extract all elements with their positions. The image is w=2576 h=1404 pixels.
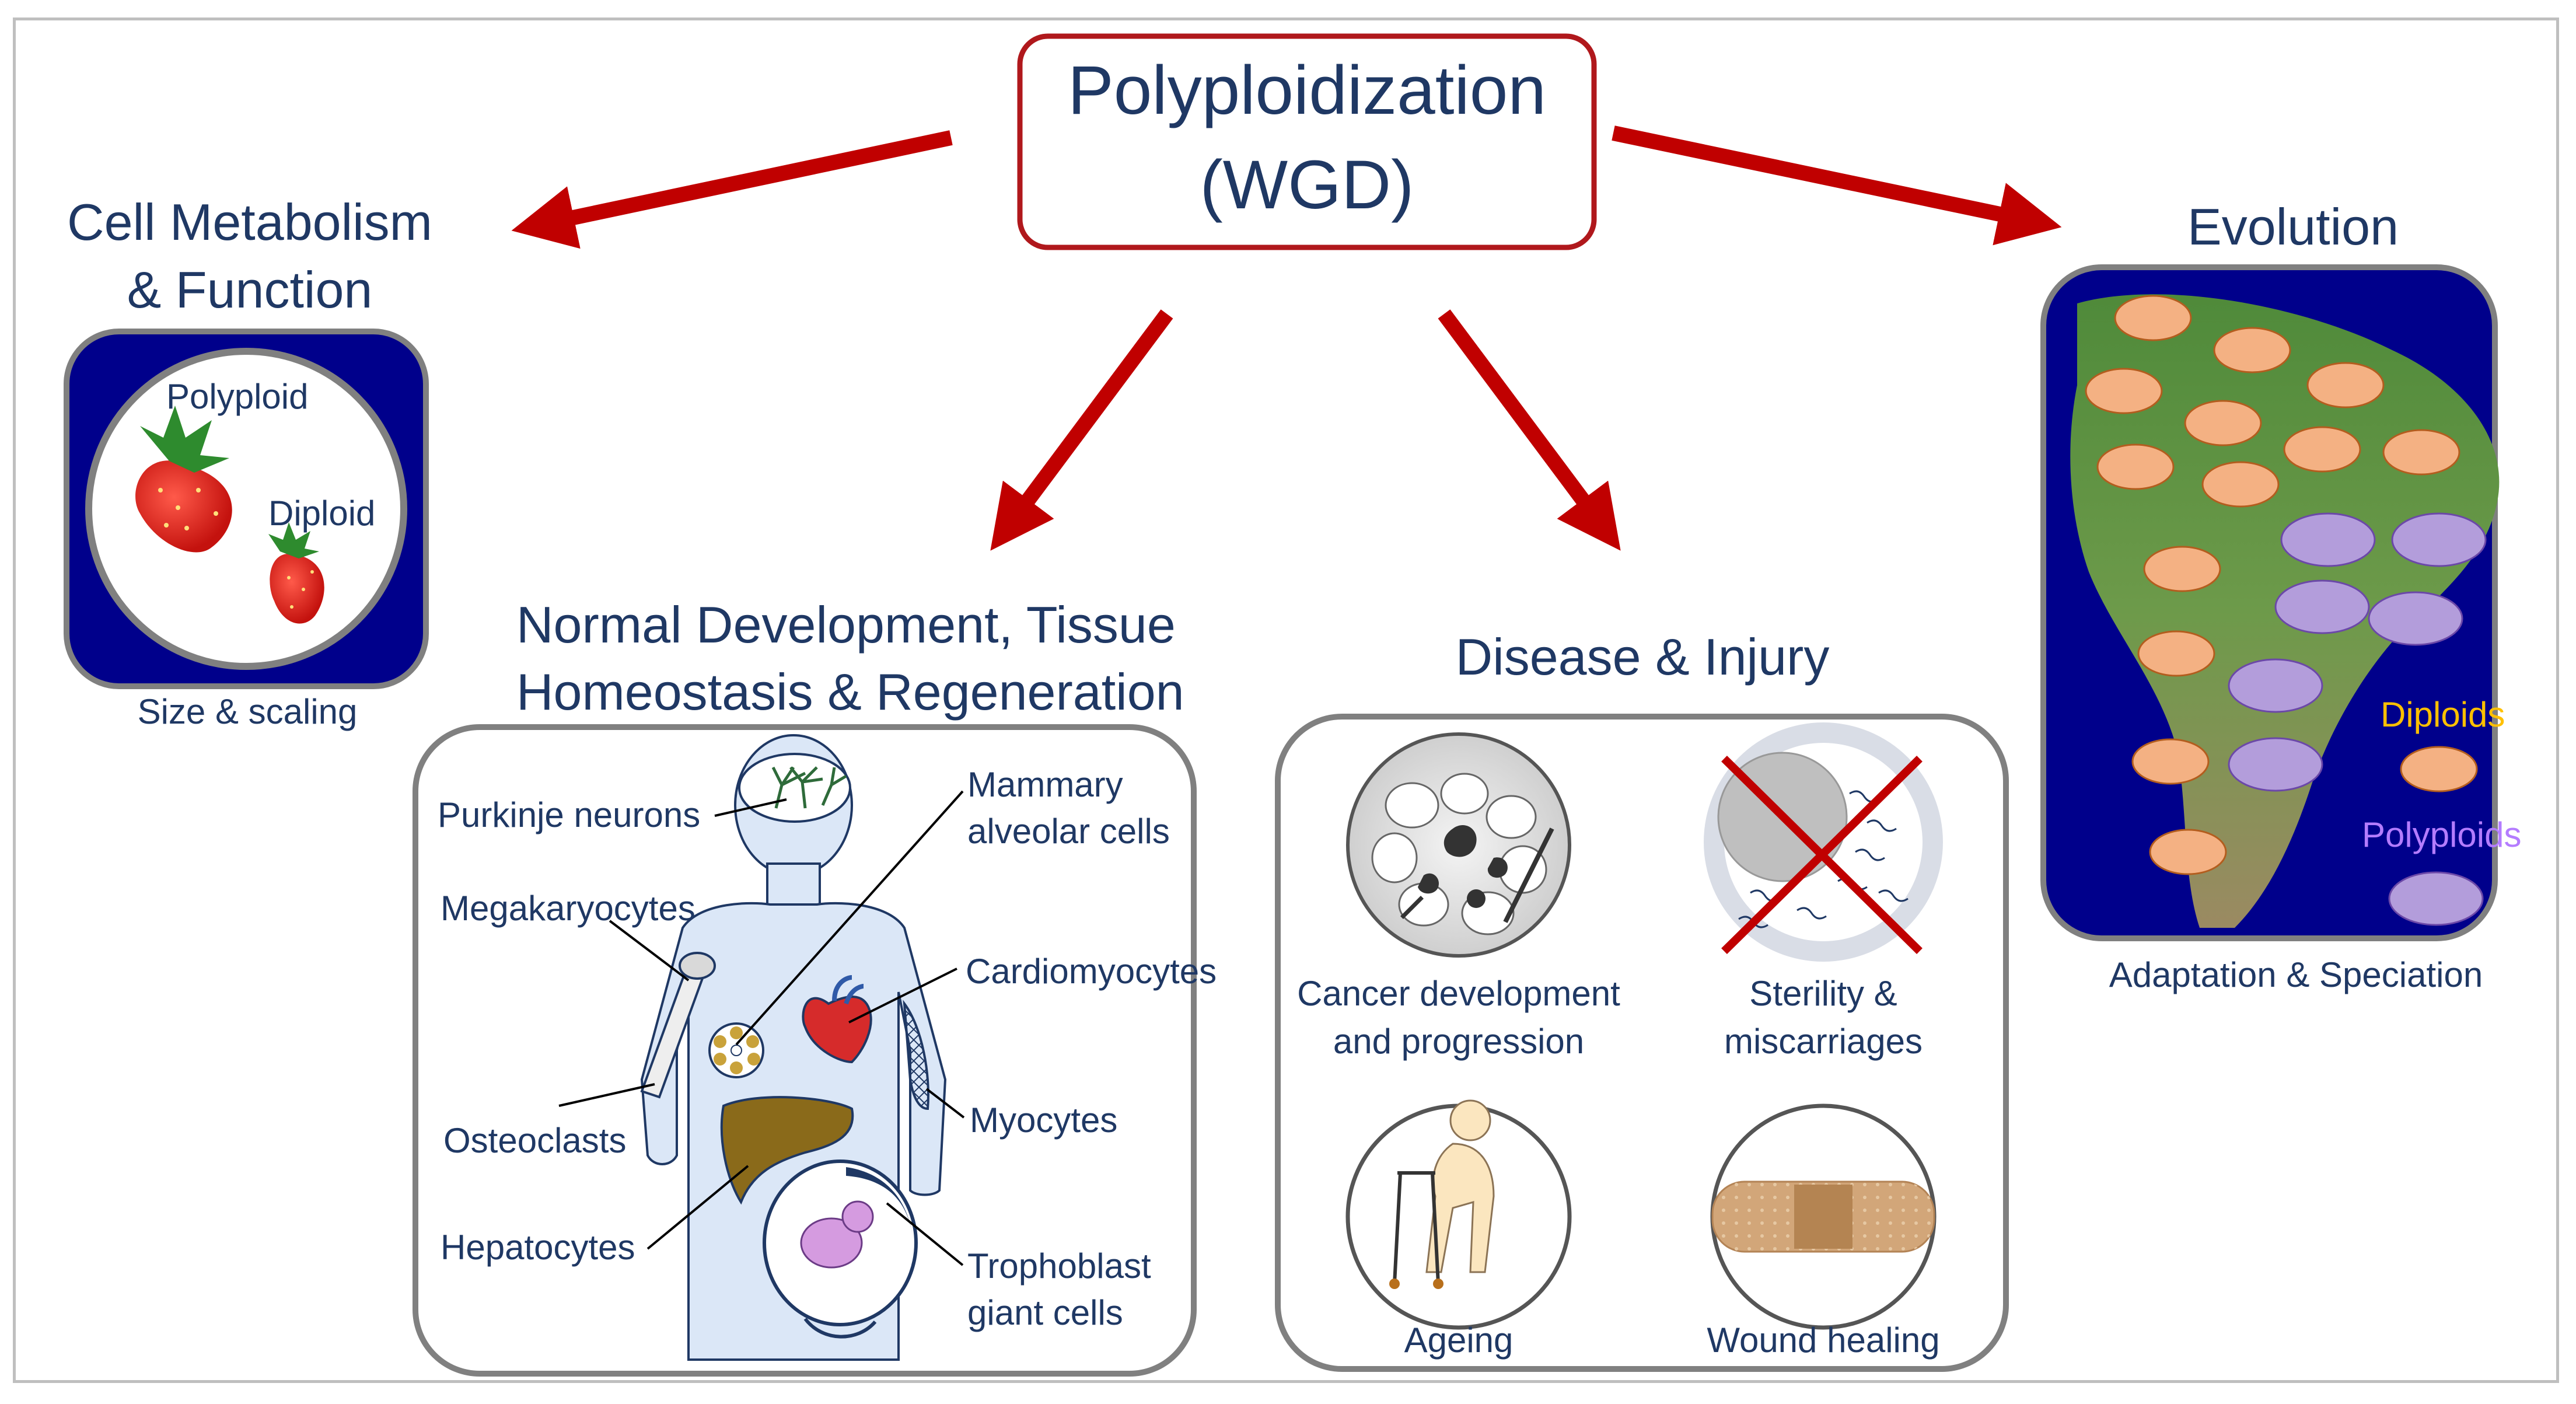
evolution-panel	[2040, 264, 2500, 941]
metabolism-caption: Size & scaling	[137, 692, 358, 731]
arrows	[511, 125, 2062, 551]
bandage-icon	[1710, 1103, 1937, 1330]
label-hepatocytes: Hepatocytes	[441, 1228, 635, 1267]
placenta-fetus-icon	[763, 1159, 918, 1339]
polyploid-frogs	[2228, 512, 2487, 926]
evolution-title: Evolution	[2187, 198, 2399, 256]
label-osteoclasts: Osteoclasts	[443, 1121, 627, 1160]
leader-lines	[558, 790, 965, 1266]
development-title-line1: Normal Development, Tissue	[516, 596, 1176, 654]
development-title-line2: Homeostasis & Regeneration	[516, 663, 1184, 721]
ageing-icon	[1345, 1099, 1572, 1330]
muscle-icon	[903, 1000, 929, 1110]
purkinje-neurons-icon	[738, 753, 851, 823]
development-panel	[413, 724, 1197, 1377]
arrow-to-development	[990, 309, 1173, 551]
center-box	[1017, 33, 1597, 250]
disease-panel	[1275, 714, 2009, 1372]
label-cardiomyocytes: Cardiomyocytes	[966, 952, 1217, 991]
metabolism-title-line2: & Function	[127, 261, 373, 319]
label-myocytes: Myocytes	[970, 1101, 1118, 1140]
diploid-label: Diploid	[268, 494, 376, 533]
center-title-line1: Polyploidization	[1068, 52, 1546, 129]
diploids-legend: Diploids	[2381, 695, 2505, 734]
diploid-strawberry	[268, 522, 324, 624]
sterility-label-2: miscarriages	[1724, 1022, 1923, 1061]
metabolism-title-line1: Cell Metabolism	[67, 193, 432, 251]
arrow-to-evolution	[1612, 125, 2062, 246]
heart-icon	[802, 975, 872, 1064]
cancer-label-1: Cancer development	[1297, 974, 1620, 1013]
sterility-icon	[1704, 722, 1943, 962]
center-title-line2: (WGD)	[1200, 146, 1414, 223]
cross-icon	[1721, 756, 1923, 954]
label-purkinje: Purkinje neurons	[438, 795, 701, 834]
label-megakaryocytes: Megakaryocytes	[441, 889, 695, 928]
ageing-label: Ageing	[1404, 1321, 1514, 1360]
metabolism-panel	[64, 329, 429, 689]
label-mammary-2: alveolar cells	[967, 812, 1170, 851]
diploid-frogs	[2085, 295, 2478, 875]
label-trophoblast-1: Trophoblast	[967, 1246, 1151, 1286]
disease-title: Disease & Injury	[1455, 628, 1830, 686]
arrow-to-disease	[1438, 309, 1621, 551]
cancer-cells-icon	[1346, 732, 1571, 958]
outer-frame	[13, 18, 2559, 1383]
sterility-label-1: Sterility &	[1749, 974, 1897, 1013]
bone-icon	[640, 952, 716, 1099]
wound-label: Wound healing	[1707, 1321, 1940, 1360]
cancer-label-2: and progression	[1333, 1022, 1585, 1061]
arrow-to-metabolism	[511, 130, 953, 249]
label-mammary-1: Mammary	[967, 765, 1123, 804]
polyploids-legend: Polyploids	[2362, 815, 2522, 854]
label-trophoblast-2: giant cells	[967, 1293, 1123, 1332]
evolution-caption: Adaptation & Speciation	[2109, 955, 2483, 994]
polyploid-label: Polyploid	[166, 377, 309, 416]
polyploid-strawberry	[135, 406, 232, 553]
mammary-icon	[708, 1022, 764, 1078]
liver-icon	[720, 1096, 854, 1205]
